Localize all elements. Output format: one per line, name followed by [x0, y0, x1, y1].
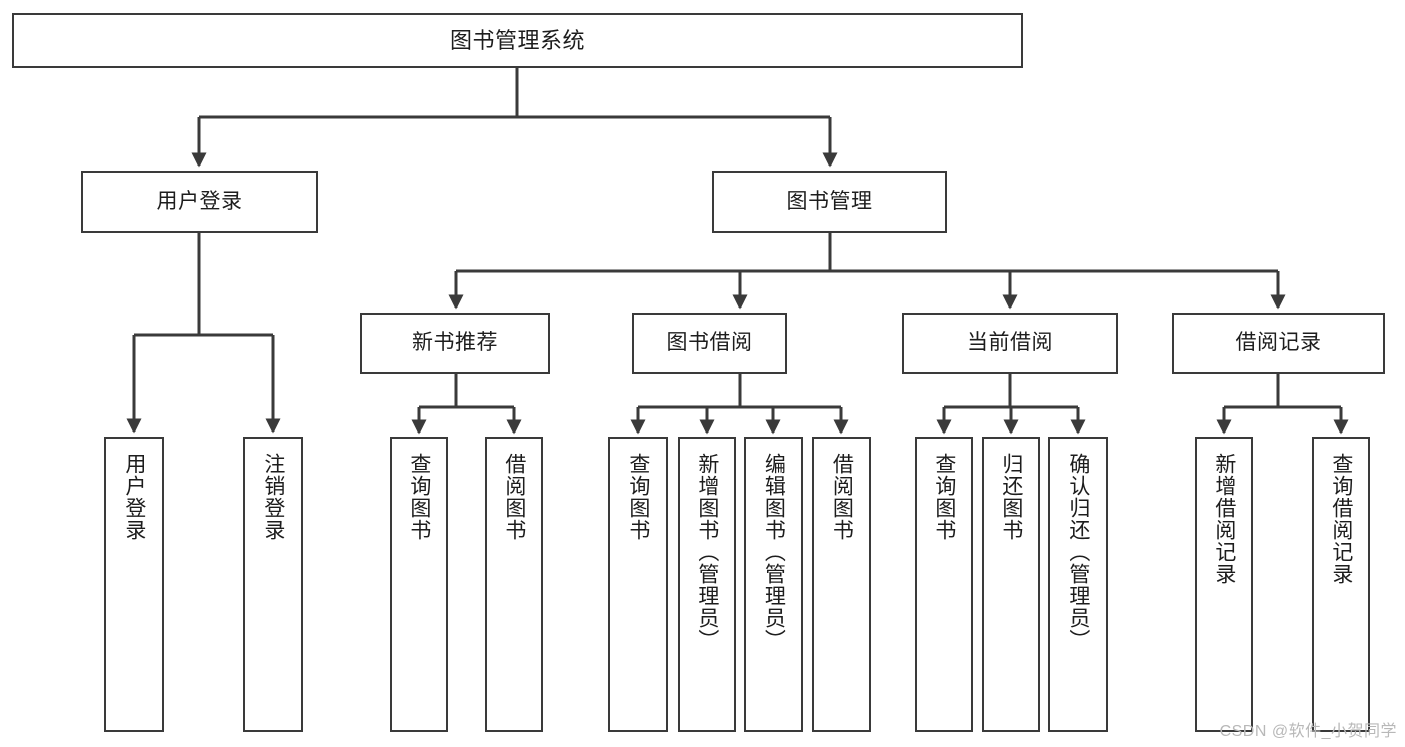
node-current-borrow-label: 当前借阅: [967, 331, 1053, 355]
node-root-label: 图书管理系统: [449, 27, 585, 53]
node-user-login-label: 用户登录: [156, 189, 243, 213]
leaf-borrow-add-book-admin[interactable]: 新增图书（管理员）: [678, 437, 736, 732]
leaf-record-query-record-label: 查询借阅记录: [1329, 453, 1353, 585]
leaf-borrow-query-book[interactable]: 查询图书: [608, 437, 668, 732]
node-current-borrow[interactable]: 当前借阅: [902, 313, 1118, 374]
watermark: CSDN @软件_小贺同学: [1219, 723, 1397, 740]
node-root[interactable]: 图书管理系统: [12, 13, 1023, 68]
leaf-current-confirm-return-admin-label: 确认归还（管理员）: [1066, 453, 1090, 651]
leaf-borrow-query-book-label: 查询图书: [626, 453, 650, 541]
node-new-book-recommend-label: 新书推荐: [412, 331, 498, 355]
node-book-management-label: 图书管理: [786, 189, 873, 213]
leaf-newbook-query-book[interactable]: 查询图书: [390, 437, 448, 732]
leaf-newbook-borrow-book[interactable]: 借阅图书: [485, 437, 543, 732]
node-borrow-record[interactable]: 借阅记录: [1172, 313, 1385, 374]
leaf-current-query-book-label: 查询图书: [932, 453, 956, 541]
leaf-user-login-label: 用户登录: [122, 453, 146, 541]
node-book-borrow-label: 图书借阅: [666, 331, 753, 355]
leaf-user-login[interactable]: 用户登录: [104, 437, 164, 732]
leaf-newbook-query-book-label: 查询图书: [407, 453, 431, 541]
node-user-login[interactable]: 用户登录: [81, 171, 318, 233]
leaf-borrow-borrow-book[interactable]: 借阅图书: [812, 437, 871, 732]
leaf-current-return-book[interactable]: 归还图书: [982, 437, 1040, 732]
leaf-borrow-borrow-book-label: 借阅图书: [830, 453, 854, 541]
node-new-book-recommend[interactable]: 新书推荐: [360, 313, 550, 374]
leaf-record-add-record-label: 新增借阅记录: [1212, 453, 1236, 585]
node-borrow-record-label: 借阅记录: [1235, 331, 1322, 355]
leaf-borrow-add-book-admin-label: 新增图书（管理员）: [695, 453, 719, 651]
leaf-record-query-record[interactable]: 查询借阅记录: [1312, 437, 1370, 732]
node-book-borrow[interactable]: 图书借阅: [632, 313, 787, 374]
leaf-user-logout[interactable]: 注销登录: [243, 437, 303, 732]
leaf-current-return-book-label: 归还图书: [999, 453, 1023, 541]
leaf-borrow-edit-book-admin[interactable]: 编辑图书（管理员）: [744, 437, 803, 732]
leaf-user-logout-label: 注销登录: [261, 453, 285, 541]
leaf-current-query-book[interactable]: 查询图书: [915, 437, 973, 732]
leaf-newbook-borrow-book-label: 借阅图书: [502, 453, 526, 541]
node-book-management[interactable]: 图书管理: [712, 171, 947, 233]
leaf-current-confirm-return-admin[interactable]: 确认归还（管理员）: [1048, 437, 1108, 732]
leaf-record-add-record[interactable]: 新增借阅记录: [1195, 437, 1253, 732]
leaf-borrow-edit-book-admin-label: 编辑图书（管理员）: [762, 453, 786, 651]
